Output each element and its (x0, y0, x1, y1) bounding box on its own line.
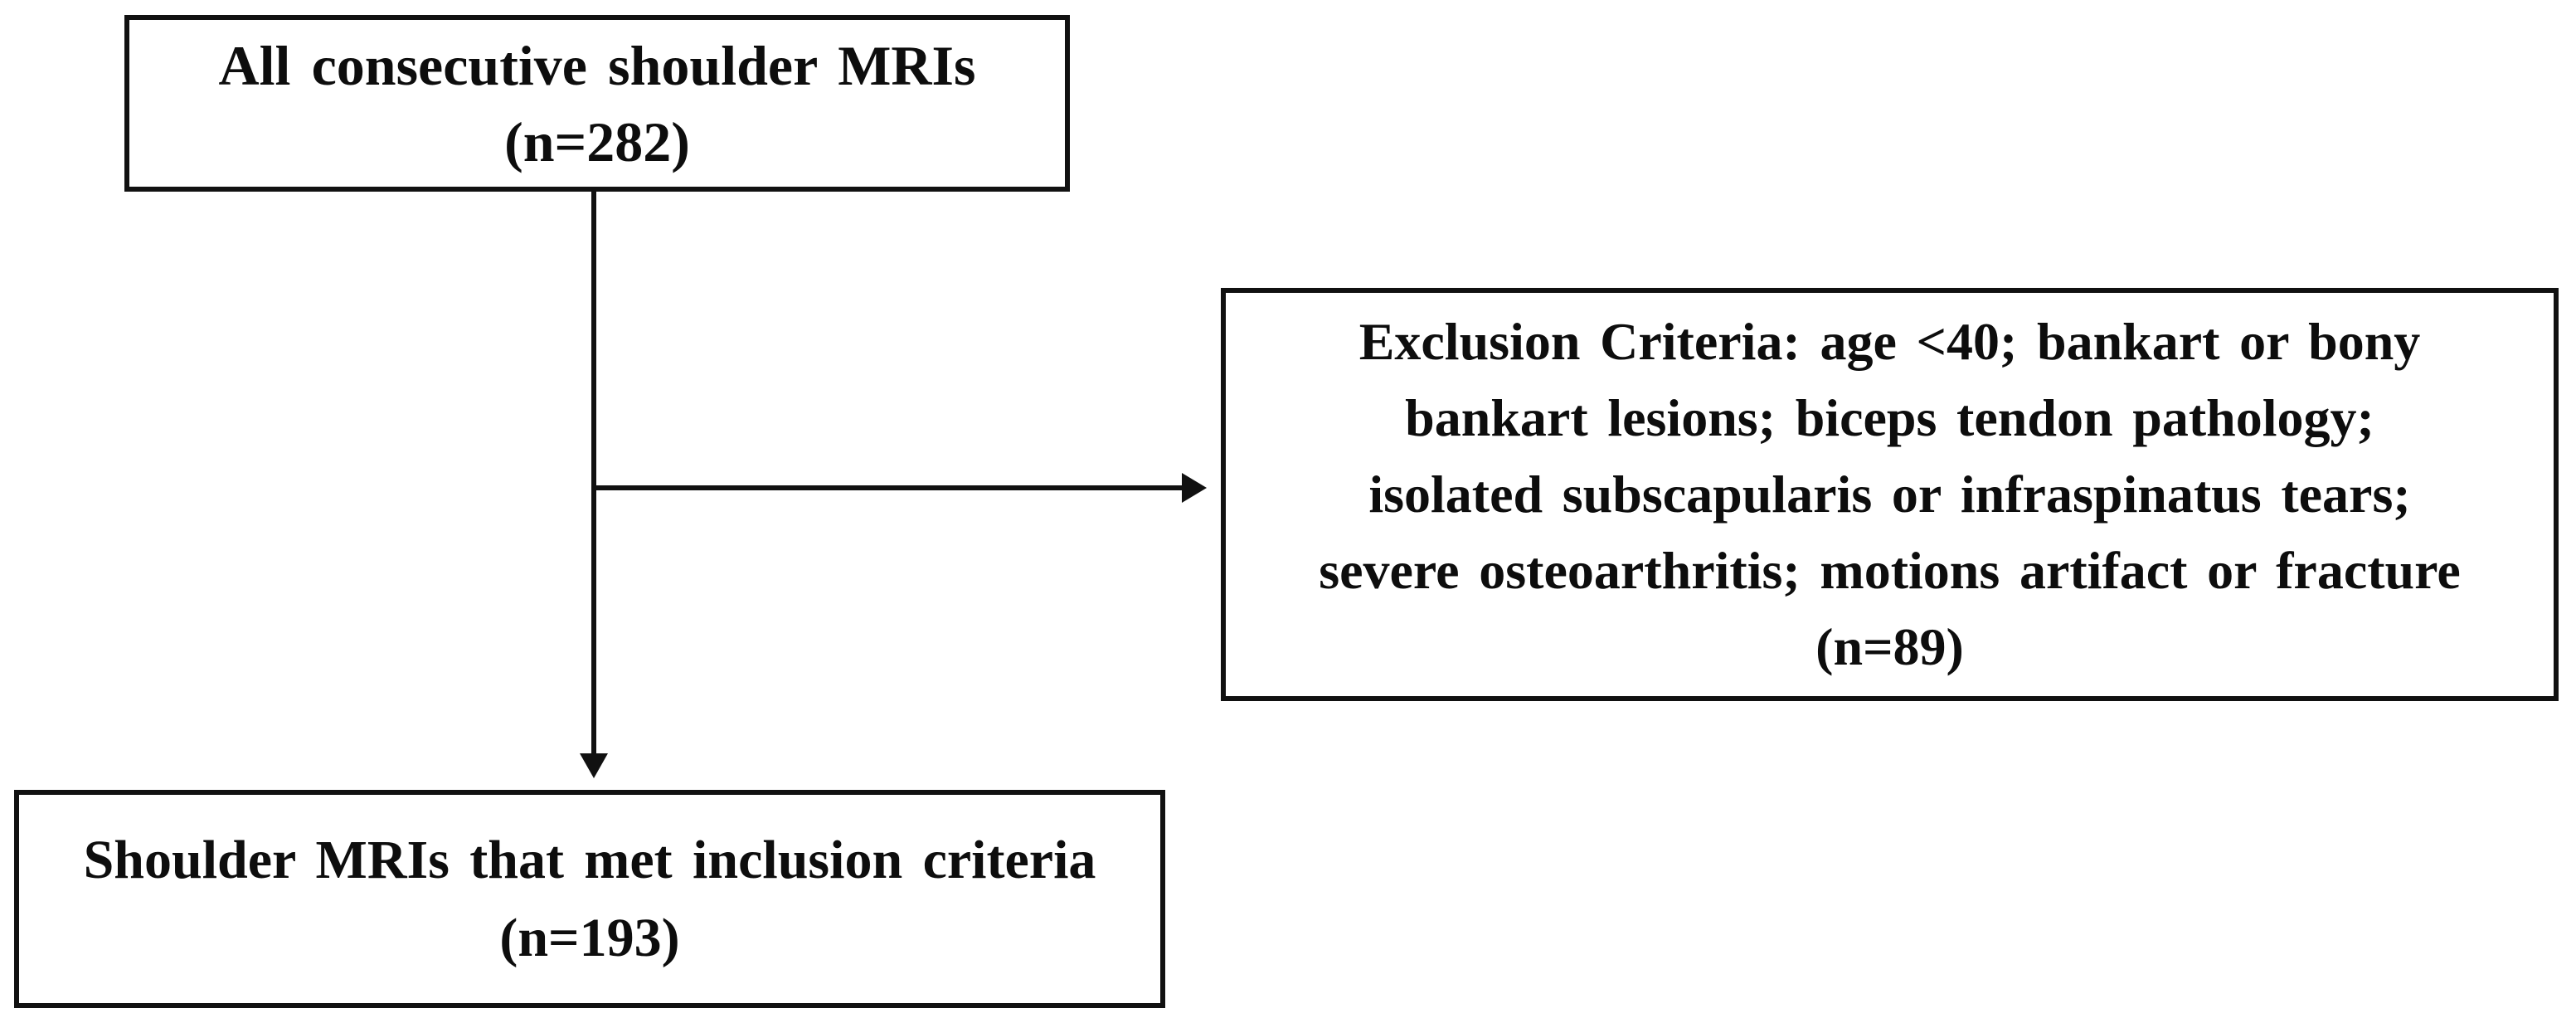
box-all-consecutive-mris-label: All consecutive shoulder MRIs (218, 33, 976, 97)
box-exclusion-criteria: Exclusion Criteria: age <40; bankart or … (1221, 288, 2559, 701)
box-exclusion-criteria-line-1: Exclusion Criteria: age <40; bankart or … (1358, 312, 2421, 371)
box-all-consecutive-mris: All consecutive shoulder MRIs (n=282) (124, 15, 1070, 192)
box-included-mris-label: Shoulder MRIs that met inclusion criteri… (83, 829, 1096, 890)
box-all-consecutive-mris-count: (n=282) (504, 110, 690, 173)
box-exclusion-criteria-line-3: isolated subscapularis or infraspinatus … (1368, 465, 2411, 524)
arrow-right-line (594, 485, 1182, 490)
arrow-down-line (591, 192, 596, 753)
arrow-down-head-icon (580, 753, 608, 778)
box-exclusion-criteria-count: (n=89) (1815, 617, 1964, 676)
box-exclusion-criteria-line-4: severe osteoarthritis; motions artifact … (1319, 541, 2461, 600)
box-exclusion-criteria-line-2: bankart lesions; biceps tendon pathology… (1405, 388, 2374, 447)
box-included-mris-count: (n=193) (499, 907, 680, 968)
arrow-right-head-icon (1182, 473, 1207, 503)
box-included-mris: Shoulder MRIs that met inclusion criteri… (14, 790, 1165, 1008)
